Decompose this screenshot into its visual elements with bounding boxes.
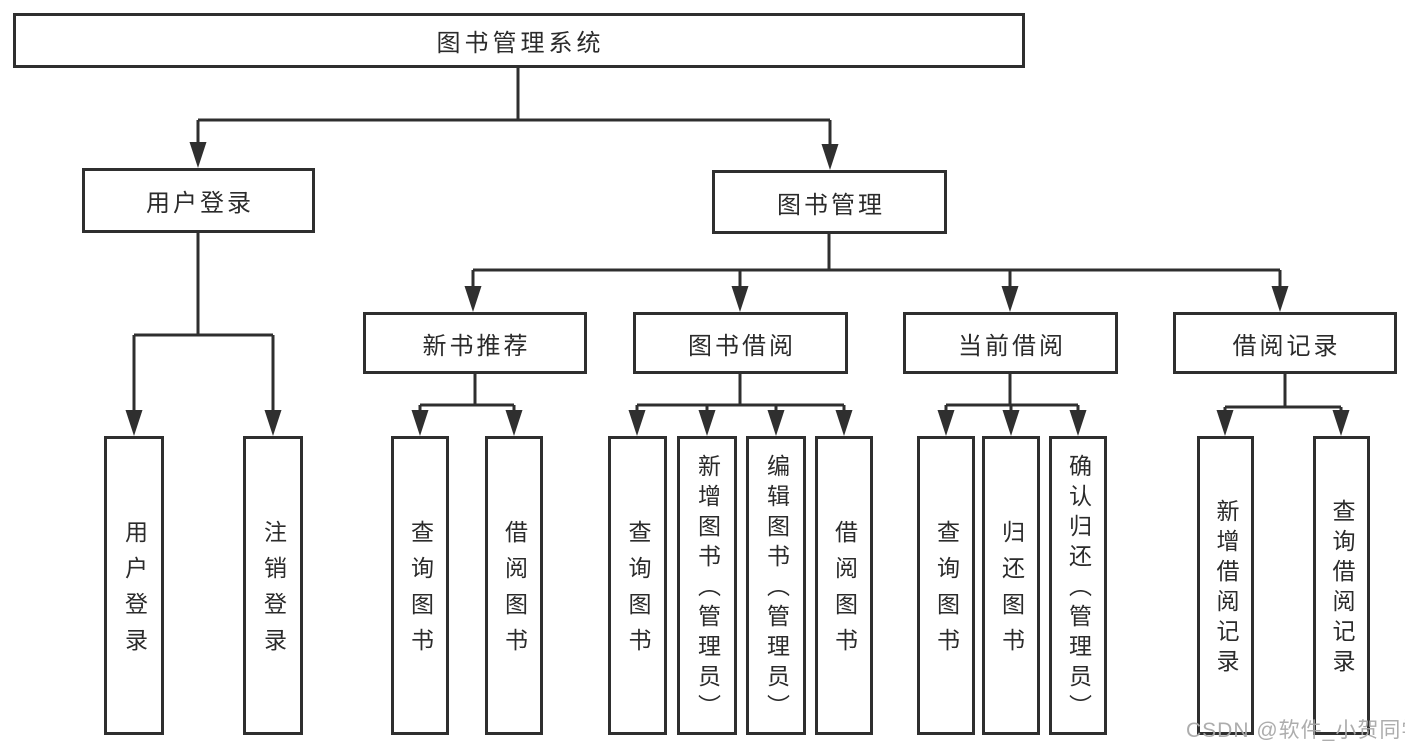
leaf-logout: 注销登录 <box>243 436 303 735</box>
leaf-logout-label: 注销登录 <box>260 520 287 664</box>
node-book-management-label: 图书管理 <box>777 191 885 219</box>
node-user-login-label: 用户登录 <box>146 190 254 217</box>
node-book-borrowing: 图书借阅 <box>633 312 848 374</box>
node-borrowing-records: 借阅记录 <box>1173 312 1397 374</box>
watermark: CSDN @软件_小贺同学 <box>1186 719 1405 742</box>
leaf-cb-confirm-return-admin: 确认归还（管理员） <box>1049 436 1107 735</box>
leaf-nb-borrow-books-label: 借阅图书 <box>501 520 528 664</box>
leaf-user-login-label: 用户登录 <box>121 520 148 664</box>
leaf-bb-borrow-books: 借阅图书 <box>815 436 873 735</box>
node-borrowing-records-label: 借阅记录 <box>1232 332 1341 360</box>
leaf-cb-confirm-return-admin-label: 确认归还（管理员） <box>1065 454 1092 724</box>
leaf-bb-add-book-admin-label: 新增图书（管理员） <box>694 454 721 724</box>
leaf-br-add-record: 新增借阅记录 <box>1197 436 1254 735</box>
leaf-br-query-record: 查询借阅记录 <box>1313 436 1370 735</box>
leaf-cb-query-books: 查询图书 <box>917 436 975 735</box>
leaf-nb-borrow-books: 借阅图书 <box>485 436 543 735</box>
node-book-borrowing-label: 图书借阅 <box>688 332 796 360</box>
leaf-nb-query-books-label: 查询图书 <box>407 520 434 664</box>
leaf-br-add-record-label: 新增借阅记录 <box>1213 499 1239 679</box>
leaf-user-login: 用户登录 <box>104 436 164 735</box>
node-current-borrowing-label: 当前借阅 <box>958 332 1066 360</box>
node-current-borrowing: 当前借阅 <box>903 312 1118 374</box>
leaf-bb-edit-book-admin: 编辑图书（管理员） <box>746 436 806 735</box>
leaf-bb-borrow-books-label: 借阅图书 <box>831 520 858 664</box>
leaf-nb-query-books: 查询图书 <box>391 436 449 735</box>
node-book-management: 图书管理 <box>712 170 947 234</box>
node-library-management-system: 图书管理系统 <box>13 13 1025 68</box>
node-new-book-recommendation-label: 新书推荐 <box>422 332 531 360</box>
leaf-cb-return-books-label: 归还图书 <box>998 520 1025 664</box>
leaf-bb-edit-book-admin-label: 编辑图书（管理员） <box>763 454 790 724</box>
leaf-bb-query-books-label: 查询图书 <box>625 520 651 664</box>
leaf-cb-return-books: 归还图书 <box>982 436 1040 735</box>
node-user-login: 用户登录 <box>82 168 315 233</box>
leaf-bb-query-books: 查询图书 <box>608 436 667 735</box>
leaf-br-query-record-label: 查询借阅记录 <box>1329 499 1355 679</box>
node-library-management-system-label: 图书管理系统 <box>436 30 605 57</box>
leaf-bb-add-book-admin: 新增图书（管理员） <box>677 436 737 735</box>
leaf-cb-query-books-label: 查询图书 <box>933 520 960 664</box>
node-new-book-recommendation: 新书推荐 <box>363 312 587 374</box>
